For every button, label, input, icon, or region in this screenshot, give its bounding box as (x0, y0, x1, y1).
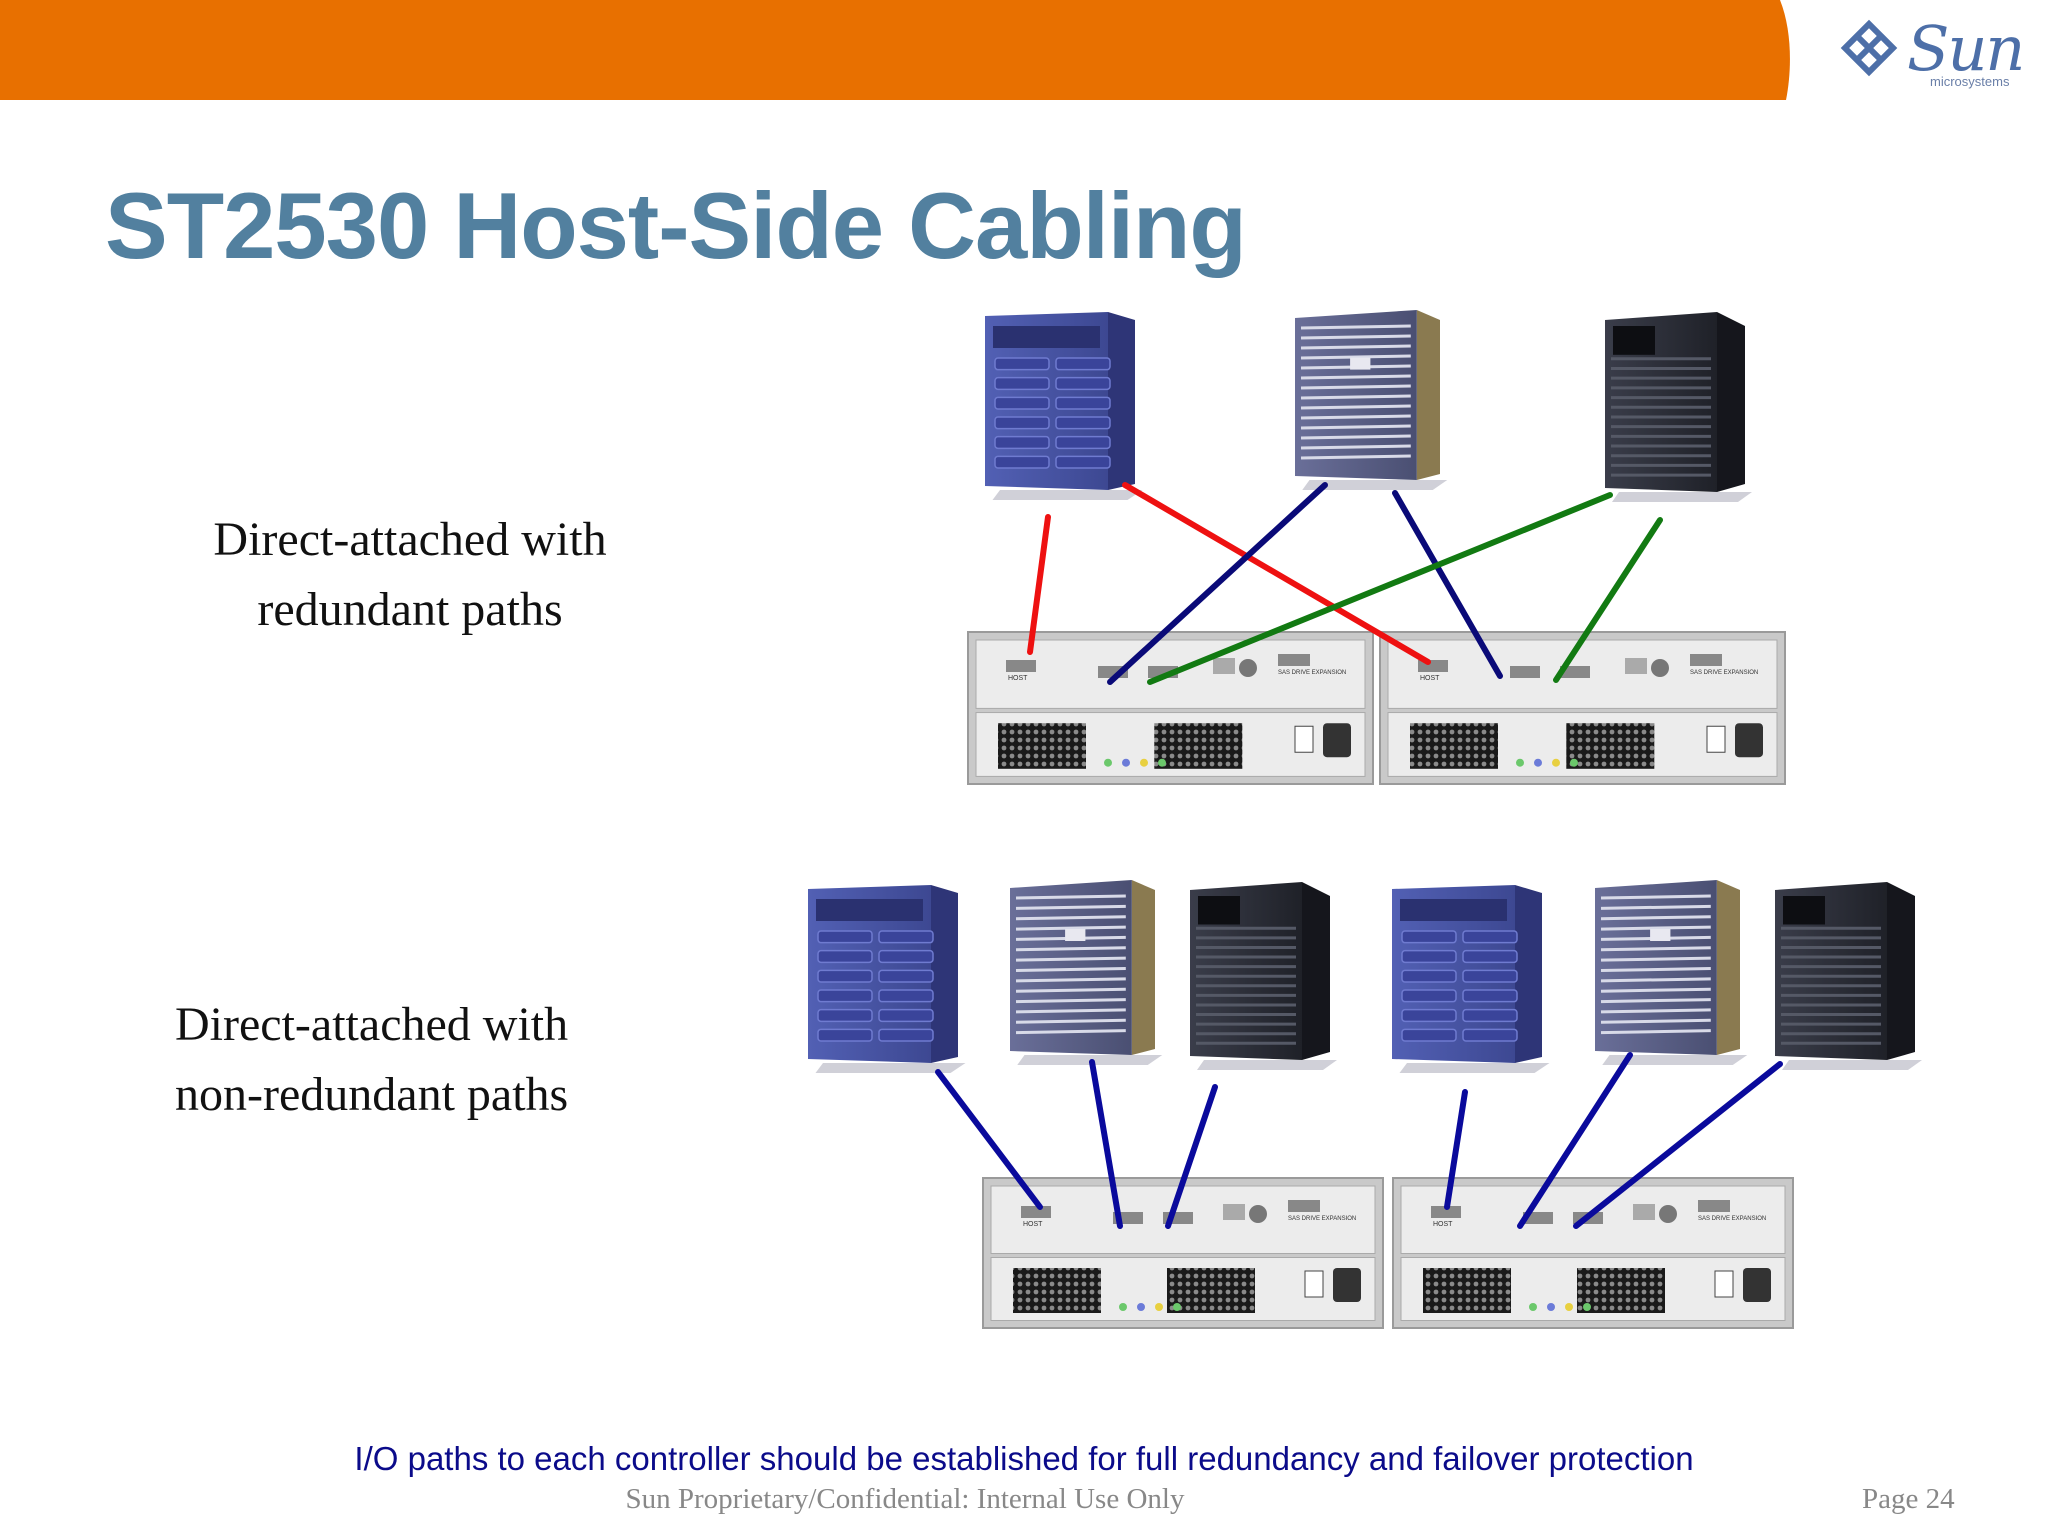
power-switch (1294, 725, 1314, 753)
page-number: Page 24 (1862, 1483, 1955, 1515)
array-controller-a: HOST SAS DRIVE EXPANSION (967, 631, 1374, 785)
sas-expansion-label: SAS DRIVE EXPANSION (1278, 670, 1346, 676)
caption-redundant: Direct-attached with redundant paths (195, 505, 625, 645)
server-dark (1775, 882, 1922, 1070)
vent (1167, 1268, 1255, 1313)
cable (1089, 1059, 1123, 1229)
caption-line: non-redundant paths (175, 1068, 569, 1121)
status-led (1583, 1303, 1591, 1311)
server-blue (808, 885, 966, 1073)
ethernet-port (1625, 658, 1647, 674)
cable (1444, 1089, 1468, 1210)
cable (1553, 517, 1663, 683)
server-grey (1595, 880, 1748, 1065)
cable (1573, 1061, 1783, 1229)
status-led (1547, 1303, 1555, 1311)
status-led (1529, 1303, 1537, 1311)
status-led (1104, 758, 1112, 767)
vent (1577, 1268, 1665, 1313)
sas-expansion-label: SAS DRIVE EXPANSION (1698, 1216, 1766, 1222)
expansion-port (1288, 1200, 1320, 1212)
sas-expansion-label: SAS DRIVE EXPANSION (1288, 1216, 1356, 1222)
serial-port (1651, 659, 1669, 677)
footer-confidentiality: Sun Proprietary/Confidential: Internal U… (625, 1483, 1185, 1515)
vent (1566, 723, 1655, 769)
ethernet-port (1633, 1204, 1655, 1220)
power-inlet (1743, 1268, 1771, 1302)
serial-port (1659, 1205, 1677, 1223)
cable (1107, 482, 1328, 685)
sun-logo: Sun microsystems (1835, 12, 2025, 98)
vent (1423, 1268, 1511, 1313)
caption-line: redundant paths (257, 583, 563, 636)
vent (1154, 723, 1243, 769)
array-controller-b: HOST SAS DRIVE EXPANSION (1379, 631, 1786, 785)
host-port-label: HOST (1433, 1221, 1453, 1228)
status-led (1516, 758, 1524, 767)
status-led (1534, 758, 1542, 767)
status-led (1565, 1303, 1573, 1311)
expansion-port (1690, 654, 1722, 666)
cable (935, 1069, 1043, 1210)
status-led (1140, 758, 1148, 767)
vent (1410, 723, 1498, 769)
server-grey (1010, 880, 1163, 1065)
status-led (1119, 1303, 1127, 1311)
host-port (1510, 666, 1540, 678)
status-led (1552, 758, 1560, 767)
caption-line: Direct-attached with (213, 513, 607, 566)
power-inlet (1735, 723, 1763, 758)
status-led (1173, 1303, 1181, 1311)
cable (1165, 1084, 1218, 1229)
status-led (1158, 758, 1166, 767)
expansion-port (1278, 654, 1310, 666)
header-band (0, 0, 1790, 100)
status-led (1155, 1303, 1163, 1311)
power-switch (1706, 725, 1726, 753)
caption-line: Direct-attached with (175, 998, 569, 1051)
host-port (1560, 666, 1590, 678)
power-inlet (1323, 723, 1351, 758)
status-led (1137, 1303, 1145, 1311)
sun-logo-icon (1840, 19, 1898, 77)
host-port-label: HOST (1008, 675, 1028, 682)
footnote: I/O paths to each controller should be e… (354, 1440, 1694, 1477)
host-port (1431, 1206, 1461, 1218)
serial-port (1249, 1205, 1267, 1223)
host-port-label: HOST (1420, 675, 1440, 682)
power-switch (1304, 1270, 1324, 1298)
sas-expansion-label: SAS DRIVE EXPANSION (1690, 670, 1758, 676)
server-blue (1392, 885, 1550, 1073)
array-controller-b: HOST SAS DRIVE EXPANSION (1392, 1177, 1794, 1329)
vent (998, 723, 1086, 769)
server-blue (985, 312, 1143, 500)
serial-port (1239, 659, 1257, 677)
logo-wordmark: Sun (1907, 12, 2025, 85)
array-controller-a: HOST SAS DRIVE EXPANSION (982, 1177, 1384, 1329)
slide-title: ST2530 Host-Side Cabling (105, 173, 1247, 278)
status-led (1570, 758, 1578, 767)
status-led (1122, 758, 1130, 767)
cable (1392, 490, 1503, 679)
server-grey (1295, 310, 1448, 490)
cable (1027, 514, 1051, 655)
server-dark (1190, 882, 1337, 1070)
host-port (1021, 1206, 1051, 1218)
ethernet-port (1223, 1204, 1245, 1220)
host-port-label: HOST (1023, 1221, 1043, 1228)
power-switch (1714, 1270, 1734, 1298)
cable (1517, 1052, 1633, 1229)
host-port (1006, 660, 1036, 672)
ethernet-port (1213, 658, 1235, 674)
logo-subtitle: microsystems (1930, 74, 2010, 89)
cable (1122, 482, 1431, 665)
cable (1147, 492, 1613, 685)
expansion-port (1698, 1200, 1730, 1212)
vent (1013, 1268, 1101, 1313)
caption-non-redundant: Direct-attached with non-redundant paths (175, 990, 568, 1130)
power-inlet (1333, 1268, 1361, 1302)
server-dark (1605, 312, 1752, 502)
